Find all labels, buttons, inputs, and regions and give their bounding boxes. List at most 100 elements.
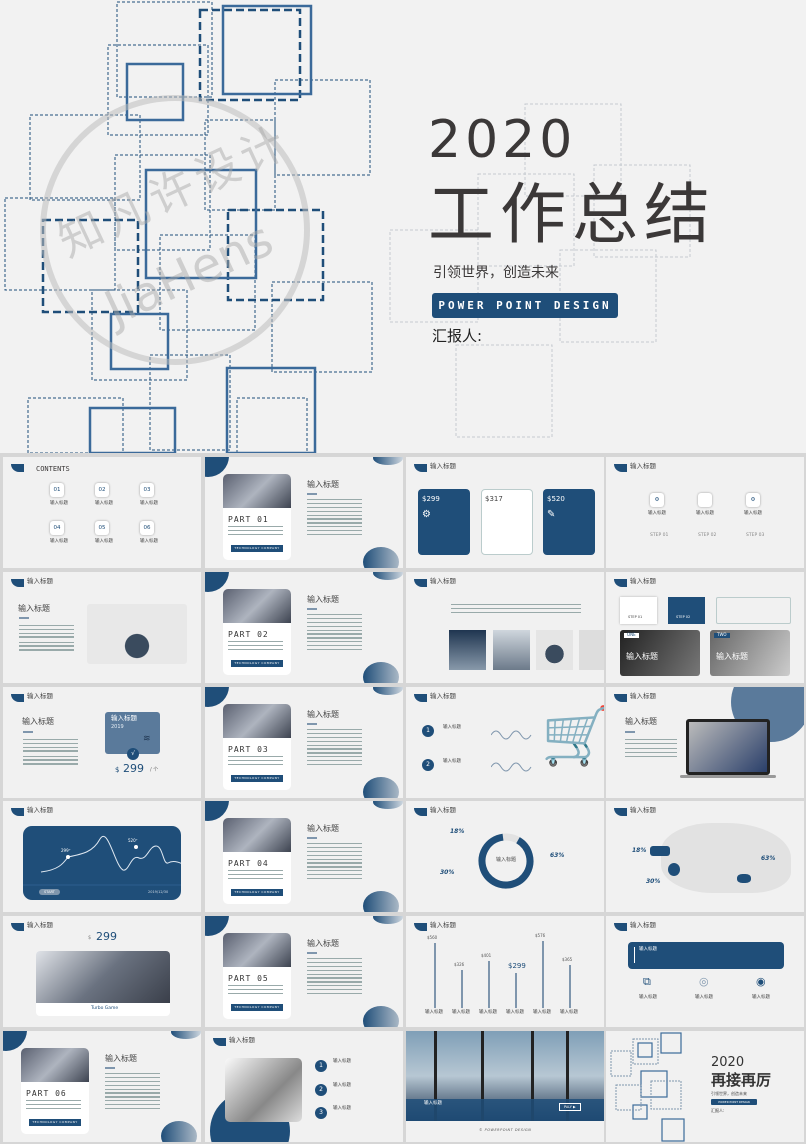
- slide-product[interactable]: 输入标题 $ 299 Turbo Game: [3, 916, 201, 1027]
- start-button[interactable]: START: [39, 889, 60, 896]
- percent-label: 63%: [550, 852, 565, 859]
- list-title: 输入标题: [333, 1059, 351, 1064]
- slide-step-cards[interactable]: 输入标题 STEP 01 STEP 02 ONE TWO 输入标题 输入标题: [606, 572, 804, 683]
- slide-line-chart[interactable]: 输入标题 299⁺ 520⁺ START 2019/12/30: [3, 801, 201, 912]
- part-card: PART 06 TECHNOLOGY COMPANY: [21, 1048, 89, 1134]
- donut-center-label: 输入标题: [496, 857, 517, 863]
- slide-header: 输入标题: [27, 692, 53, 700]
- blob-decoration: [373, 801, 403, 809]
- currency: $: [115, 766, 120, 774]
- map-region-australia: [737, 874, 751, 883]
- desk-photo: [225, 1058, 302, 1122]
- technology-company-button[interactable]: TECHNOLOGY COMPANY: [231, 660, 283, 667]
- fingerprint-icon: ◎: [699, 975, 709, 988]
- slide-price-card[interactable]: 输入标题 输入标题 输入标题 2019 ≋ √ $ 299 / 个: [3, 687, 201, 798]
- laptop-photo: [21, 1048, 89, 1082]
- contents-item-label: 输入标题: [50, 501, 68, 506]
- slide-world-map[interactable]: 输入标题 18% 30% 63%: [606, 801, 804, 912]
- percent-label: 30%: [646, 878, 661, 885]
- slide-header: 输入标题: [630, 462, 656, 470]
- slide-part-02[interactable]: PART 02 TECHNOLOGY COMPANY 输入标题: [205, 572, 403, 683]
- technology-company-button[interactable]: TECHNOLOGY COMPANY: [29, 1119, 81, 1126]
- blob-decoration: [161, 1121, 197, 1142]
- slide-gallery[interactable]: 输入标题: [406, 572, 604, 683]
- slide-part-03[interactable]: PART 03 TECHNOLOGY COMPANY 输入标题: [205, 687, 403, 798]
- list-title: 输入标题: [443, 725, 461, 730]
- slide-icons[interactable]: 输入标题 输入标题 ⧉ ◎ ◉ 输入标题 输入标题 输入标题: [606, 916, 804, 1027]
- laptop-photo: [223, 474, 291, 508]
- blob-decoration: [373, 572, 403, 580]
- slide-header: 输入标题: [630, 692, 656, 700]
- logo-shape: [11, 808, 24, 816]
- donut-chart: [478, 833, 534, 889]
- slide-numbered-list[interactable]: 输入标题 🛒 1 2 输入标题 输入标题: [406, 687, 604, 798]
- slide-heading: 输入标题: [625, 717, 657, 726]
- map-region-brazil: [668, 863, 680, 876]
- slide-part-01[interactable]: PART 01 TECHNOLOGY COMPANY 输入标题: [205, 457, 403, 568]
- slide-part-04[interactable]: PART 04 TECHNOLOGY COMPANY 输入标题: [205, 801, 403, 912]
- chart-date: 2019/12/30: [148, 890, 169, 894]
- slide-image-intro[interactable]: 输入标题 输入标题: [3, 572, 201, 683]
- gallery-photo: [493, 630, 530, 670]
- logo-shape: [414, 464, 427, 472]
- slide-closing[interactable]: 2020 再接再厉 引领世界，创造未来 POWER POINT DESIGN 汇…: [606, 1031, 804, 1142]
- slide-header: 输入标题: [630, 806, 656, 814]
- part-card: PART 01 TECHNOLOGY COMPANY: [223, 474, 291, 560]
- data-point: [66, 855, 70, 859]
- percent-label: 18%: [450, 828, 465, 835]
- blob-decoration: [171, 1031, 201, 1039]
- slide-donut[interactable]: 输入标题 输入标题 18% 30% 63%: [406, 801, 604, 912]
- laptop-photo: [223, 704, 291, 738]
- bar: [488, 961, 490, 1008]
- map-region-usa: [650, 846, 670, 856]
- technology-company-button[interactable]: TECHNOLOGY COMPANY: [231, 889, 283, 896]
- slide-part-05[interactable]: PART 05 TECHNOLOGY COMPANY 输入标题: [205, 916, 403, 1027]
- list-number: 3: [315, 1107, 327, 1119]
- cover-reporter: 汇报人:: [432, 327, 483, 345]
- technology-company-button[interactable]: TECHNOLOGY COMPANY: [231, 1004, 283, 1011]
- slide-heading: 输入标题: [105, 1054, 137, 1063]
- slide-numbered-photo[interactable]: 输入标题 1 2 3 输入标题 输入标题 输入标题: [205, 1031, 403, 1142]
- step-title: 输入标题: [648, 511, 666, 516]
- cover-badge: POWER POINT DESIGN: [432, 293, 618, 318]
- tag: TWO: [714, 632, 730, 638]
- slide-contents[interactable]: CONTENTS 01 02 03 04 05 06 输入标题 输入标题 输入标…: [3, 457, 201, 568]
- footer-text: © POWERPOINT DESIGN: [479, 1128, 532, 1132]
- blob-decoration: [363, 891, 399, 912]
- card-year: 2019: [111, 724, 124, 730]
- technology-company-button[interactable]: TECHNOLOGY COMPANY: [231, 545, 283, 552]
- laptop-photo: [223, 589, 291, 623]
- slide-laptop[interactable]: 输入标题 输入标题: [606, 687, 804, 798]
- cover-year: 2020: [428, 110, 577, 170]
- target-icon: ◉: [756, 975, 766, 988]
- price: $299: [422, 495, 440, 503]
- icon-title: 输入标题: [695, 995, 713, 1000]
- bar-value-label: $401: [481, 953, 492, 959]
- slide-part-06[interactable]: PART 06 TECHNOLOGY COMPANY 输入标题: [3, 1031, 201, 1142]
- part-number: PART 06: [26, 1089, 67, 1098]
- price: 299: [96, 930, 117, 943]
- bar-value-label: $326: [454, 961, 465, 967]
- slide-header: 输入标题: [430, 462, 456, 470]
- bar-category-label: 输入标题: [452, 1010, 470, 1015]
- part-card: PART 05 TECHNOLOGY COMPANY: [223, 933, 291, 1019]
- slide-heading: 输入标题: [22, 717, 54, 726]
- cover-slide[interactable]: 2020 工作总结 引领世界，创造未来 POWER POINT DESIGN 汇…: [0, 0, 806, 453]
- slide-steps[interactable]: 输入标题 ⚙ ⚙ ⚙ 输入标题 输入标题 输入标题 STEP 01 STEP 0…: [606, 457, 804, 568]
- play-button[interactable]: PALY ▶: [559, 1103, 581, 1112]
- bar: [542, 940, 544, 1008]
- bar-value-label: $365: [562, 957, 573, 963]
- logo-shape: [414, 923, 427, 931]
- closing-reporter: 汇报人:: [711, 1108, 725, 1113]
- card-title: 输入标题: [111, 714, 137, 722]
- list-number: 2: [422, 759, 434, 771]
- closing-year: 2020: [711, 1055, 745, 1070]
- slide-city-photo[interactable]: 输入标题 PALY ▶ © POWERPOINT DESIGN: [406, 1031, 604, 1142]
- document-edit-icon: ✎: [547, 509, 556, 520]
- product-caption: Turbo Game: [91, 1006, 119, 1011]
- slide-pricing[interactable]: 输入标题 $299 $317 $520 ⚙ ✎: [406, 457, 604, 568]
- gear-icon: ⚙: [746, 493, 760, 507]
- technology-company-button[interactable]: TECHNOLOGY COMPANY: [231, 775, 283, 782]
- contents-item-box: 04: [50, 521, 64, 535]
